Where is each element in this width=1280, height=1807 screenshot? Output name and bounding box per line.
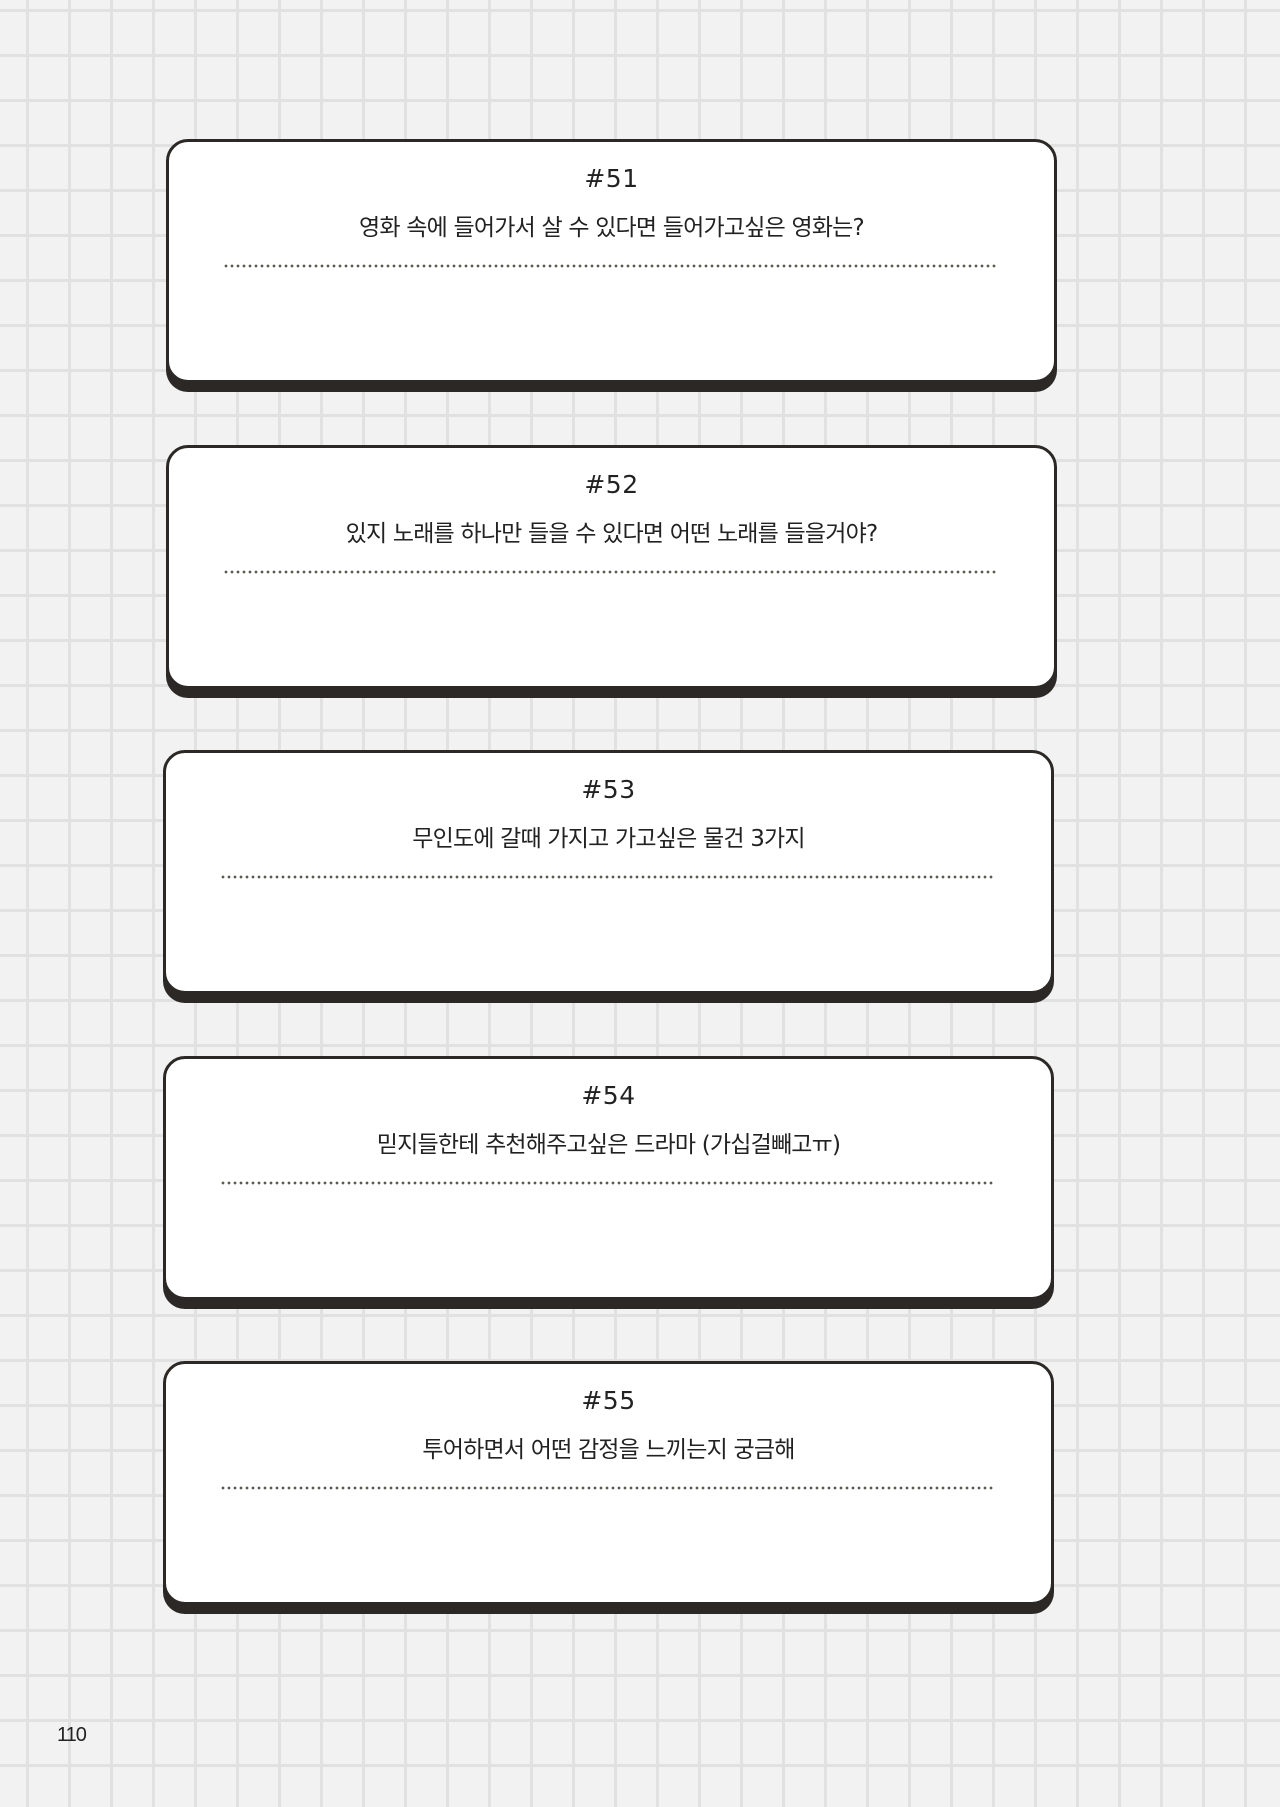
- page-number: 110: [57, 1724, 87, 1746]
- question-number: #53: [581, 775, 636, 804]
- question-text: 무인도에 갈때 가지고 가고싶은 물건 3가지: [412, 826, 805, 852]
- dotted-divider: [223, 570, 998, 574]
- question-card-52: #52 있지 노래를 하나만 들을 수 있다면 어떤 노래를 들을거야?: [166, 445, 1057, 689]
- question-text: 있지 노래를 하나만 들을 수 있다면 어떤 노래를 들을거야?: [345, 521, 879, 547]
- question-number: #55: [581, 1386, 636, 1415]
- dotted-divider: [220, 875, 995, 879]
- question-number: #51: [584, 164, 639, 193]
- question-text: 영화 속에 들어가서 살 수 있다면 들어가고싶은 영화는?: [359, 215, 865, 241]
- question-number: #54: [581, 1081, 636, 1110]
- dotted-divider: [223, 264, 998, 268]
- question-text: 투어하면서 어떤 감정을 느끼는지 궁금해: [422, 1437, 795, 1463]
- answer-area[interactable]: [220, 1498, 995, 1588]
- dotted-divider: [220, 1181, 995, 1185]
- question-card-53: #53 무인도에 갈때 가지고 가고싶은 물건 3가지: [163, 750, 1054, 994]
- answer-area[interactable]: [220, 1193, 995, 1283]
- question-text: 믿지들한테 추천해주고싶은 드라마 (가십걸빼고ㅠ): [376, 1132, 841, 1158]
- answer-area[interactable]: [223, 276, 998, 366]
- question-card-51: #51 영화 속에 들어가서 살 수 있다면 들어가고싶은 영화는?: [166, 139, 1057, 383]
- dotted-divider: [220, 1486, 995, 1490]
- answer-area[interactable]: [223, 582, 998, 672]
- answer-area[interactable]: [220, 887, 995, 977]
- question-card-55: #55 투어하면서 어떤 감정을 느끼는지 궁금해: [163, 1361, 1054, 1605]
- question-card-54: #54 믿지들한테 추천해주고싶은 드라마 (가십걸빼고ㅠ): [163, 1056, 1054, 1300]
- question-number: #52: [584, 470, 639, 499]
